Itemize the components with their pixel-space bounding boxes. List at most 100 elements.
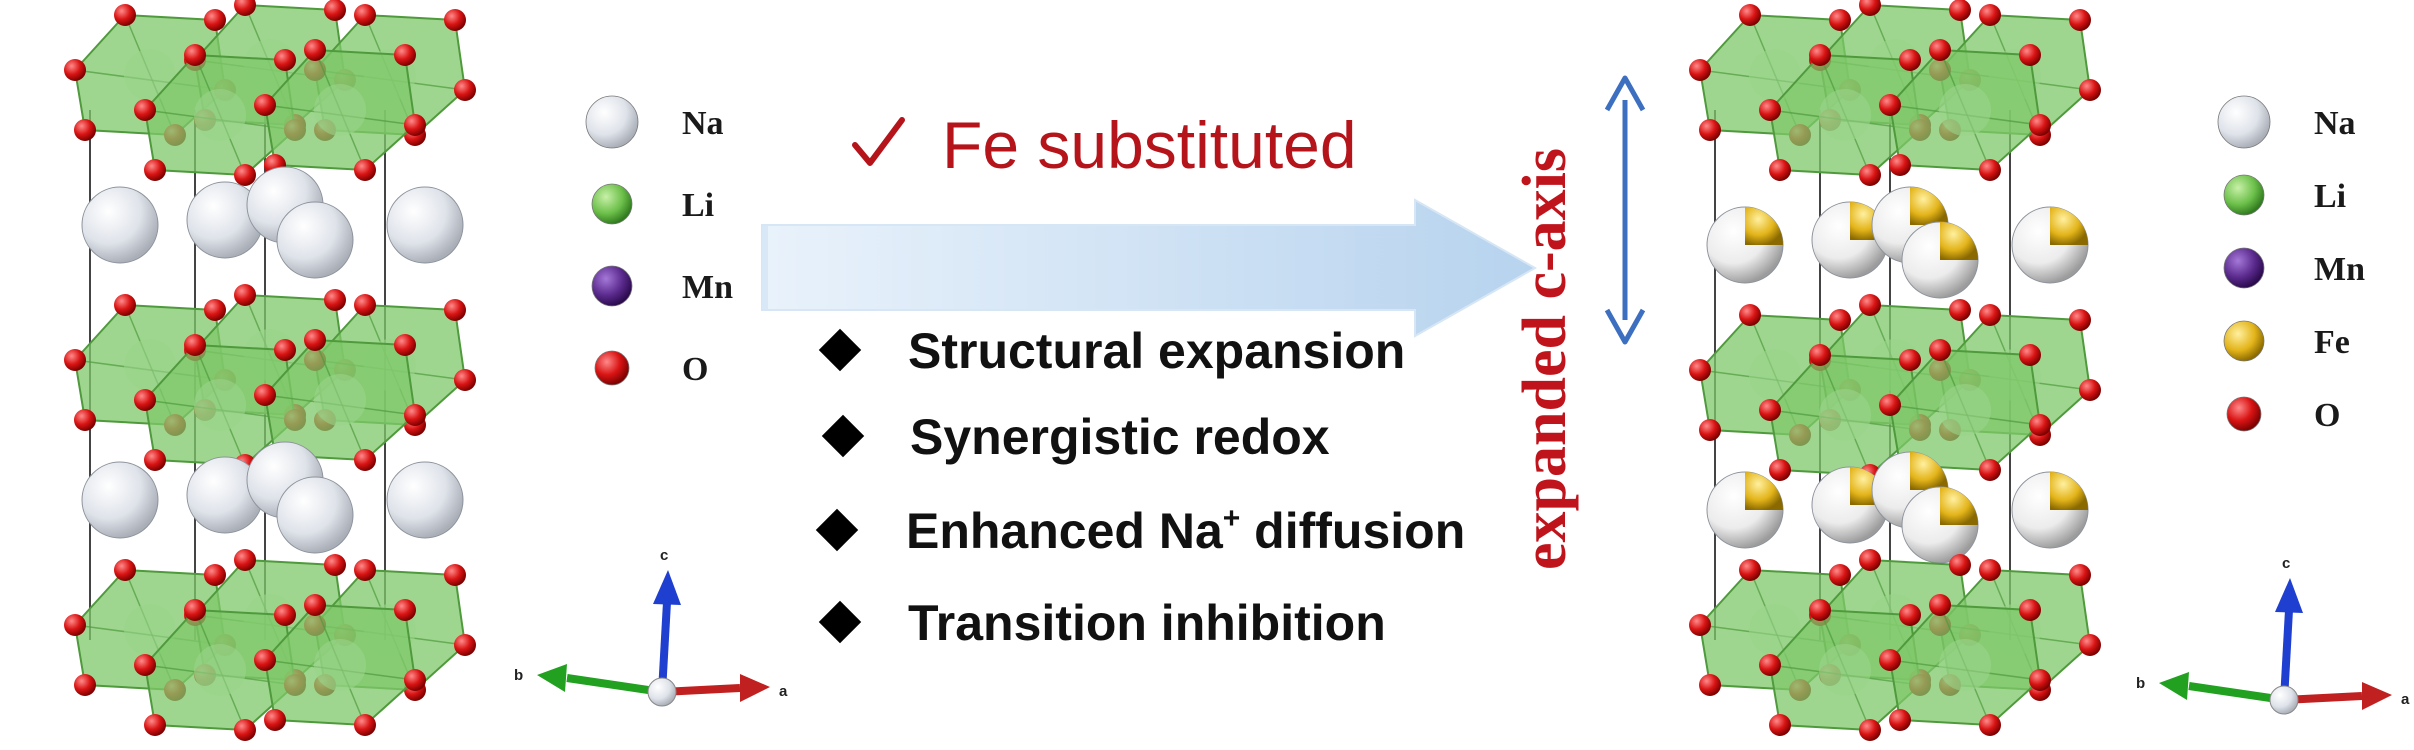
oxygen-atom bbox=[1769, 714, 1791, 736]
li-mn-atom bbox=[194, 644, 246, 696]
legend-label: Na bbox=[682, 105, 724, 142]
fe-substituted-crystal-structure bbox=[1689, 0, 2101, 741]
diamond-bullet-icon bbox=[821, 414, 865, 458]
oxygen-atom bbox=[2029, 114, 2051, 136]
legend-swatch bbox=[2223, 320, 2265, 362]
a-axis-label: a bbox=[2401, 691, 2410, 708]
li-mn-atom bbox=[1939, 84, 1991, 136]
oxygen-atom bbox=[1879, 649, 1901, 671]
li-mn-atom bbox=[1749, 604, 1801, 656]
oxygen-atom bbox=[114, 294, 136, 316]
oxygen-atom bbox=[1889, 709, 1911, 731]
oxygen-atom bbox=[1979, 559, 2001, 581]
oxygen-atom bbox=[1739, 559, 1761, 581]
oxygen-atom bbox=[2069, 564, 2091, 586]
oxygen-atom bbox=[2069, 309, 2091, 331]
oxygen-atom bbox=[2079, 634, 2101, 656]
legend-item: Mn bbox=[2223, 247, 2365, 289]
oxygen-atom bbox=[2029, 414, 2051, 436]
sodium-atom bbox=[386, 461, 464, 539]
oxygen-atom bbox=[1689, 359, 1711, 381]
oxygen-atom bbox=[354, 159, 376, 181]
legend-label: Mn bbox=[682, 269, 733, 306]
oxygen-atom bbox=[1829, 9, 1851, 31]
li-mn-atom bbox=[1939, 639, 1991, 691]
oxygen-atom bbox=[1979, 714, 2001, 736]
iron-site bbox=[1940, 222, 1978, 260]
oxygen-atom bbox=[444, 9, 466, 31]
oxygen-atom bbox=[204, 9, 226, 31]
oxygen-atom bbox=[444, 299, 466, 321]
oxygen-atom bbox=[1949, 299, 1971, 321]
li-mn-atom bbox=[314, 374, 366, 426]
oxygen-atom bbox=[2079, 379, 2101, 401]
feature-label: Synergistic redox bbox=[910, 409, 1330, 465]
li-mn-atom bbox=[194, 379, 246, 431]
oxygen-atom bbox=[324, 0, 346, 21]
oxygen-atom bbox=[74, 119, 96, 141]
feature-list: Structural expansion Synergistic redox E… bbox=[815, 323, 1465, 651]
oxygen-atom bbox=[1769, 459, 1791, 481]
iron-site bbox=[1745, 472, 1783, 510]
oxygen-atom bbox=[274, 49, 296, 71]
iron-site bbox=[2050, 472, 2088, 510]
iron-site bbox=[1910, 187, 1948, 225]
vertical-label: expanded c-axis bbox=[1511, 148, 1579, 570]
oxygen-atom bbox=[234, 0, 256, 16]
li-mn-atom bbox=[124, 339, 176, 391]
legend-item: O bbox=[2226, 396, 2340, 434]
diamond-bullet-icon bbox=[815, 508, 859, 552]
diamond-bullet-icon bbox=[818, 328, 862, 372]
oxygen-atom bbox=[444, 564, 466, 586]
oxygen-atom bbox=[454, 369, 476, 391]
headline-title: Fe substituted bbox=[942, 108, 1357, 182]
legend-swatch bbox=[2223, 174, 2265, 216]
oxygen-atom bbox=[354, 714, 376, 736]
li-mn-atom bbox=[194, 89, 246, 141]
oxygen-atom bbox=[454, 634, 476, 656]
feature-item: Transition inhibition bbox=[818, 595, 1386, 651]
legend-swatch bbox=[594, 350, 630, 386]
feature-item: Structural expansion bbox=[818, 323, 1405, 379]
li-mn-atom bbox=[1749, 49, 1801, 101]
li-mn-atom bbox=[124, 49, 176, 101]
iron-site bbox=[1910, 452, 1948, 490]
oxygen-atom bbox=[184, 334, 206, 356]
oxygen-atom bbox=[134, 389, 156, 411]
oxygen-atom bbox=[1929, 339, 1951, 361]
legend-item: Mn bbox=[591, 265, 733, 307]
b-axis-label: b bbox=[2136, 675, 2145, 692]
b-axis bbox=[2188, 682, 2285, 704]
b-axis bbox=[566, 674, 663, 696]
oxygen-atom bbox=[1859, 549, 1881, 571]
c-axis bbox=[658, 601, 671, 693]
oxygen-atom bbox=[1949, 554, 1971, 576]
oxygen-atom bbox=[1949, 0, 1971, 21]
oxygen-atom bbox=[354, 449, 376, 471]
sodium-atom bbox=[81, 461, 159, 539]
oxygen-atom bbox=[1859, 719, 1881, 741]
oxygen-atom bbox=[1809, 344, 1831, 366]
c-axis bbox=[2280, 609, 2293, 701]
legend-label: Li bbox=[2314, 178, 2346, 215]
oxygen-atom bbox=[134, 99, 156, 121]
legend-item: Fe bbox=[2223, 320, 2350, 362]
c-axis-label: c bbox=[2282, 555, 2290, 572]
transformation-arrow bbox=[761, 198, 1538, 338]
oxygen-atom bbox=[234, 549, 256, 571]
oxygen-atom bbox=[1739, 4, 1761, 26]
oxygen-atom bbox=[1859, 0, 1881, 16]
oxygen-atom bbox=[1829, 564, 1851, 586]
oxygen-atom bbox=[134, 654, 156, 676]
oxygen-atom bbox=[1929, 594, 1951, 616]
oxygen-atom bbox=[1979, 4, 2001, 26]
check-icon bbox=[852, 117, 905, 166]
oxygen-atom bbox=[1769, 159, 1791, 181]
oxygen-atom bbox=[1759, 399, 1781, 421]
legend-label: Fe bbox=[2314, 324, 2350, 361]
oxygen-atom bbox=[114, 4, 136, 26]
oxygen-atom bbox=[234, 284, 256, 306]
oxygen-atom bbox=[1759, 654, 1781, 676]
oxygen-atom bbox=[64, 614, 86, 636]
